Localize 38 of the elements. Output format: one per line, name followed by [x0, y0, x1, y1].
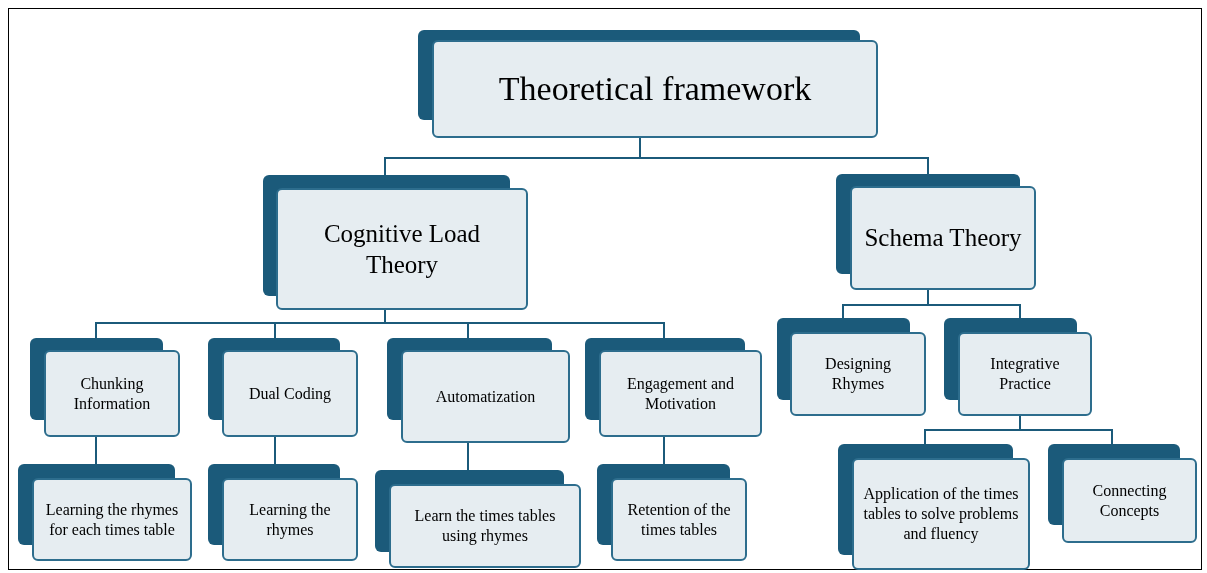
box-label: Engagement and Motivation [625, 373, 736, 414]
box-label: Cognitive Load Theory [322, 218, 482, 280]
layered-box [944, 318, 1092, 416]
box-label: Learning the rhymes [248, 499, 332, 540]
box-label: Learn the times tables using rhymes [413, 506, 557, 546]
box-label: Theoretical framework [498, 68, 812, 109]
box-label: Learning the rhymes for each times table [44, 499, 180, 540]
connector-line [274, 436, 276, 465]
layered-box [585, 338, 762, 437]
layered-box [375, 470, 581, 568]
connector-line [927, 289, 1021, 319]
box-label: Automatization [435, 386, 536, 407]
layered-box [838, 444, 1030, 570]
connector-line [467, 442, 469, 471]
layered-box [263, 175, 528, 310]
box-label: Retention of the times tables [626, 499, 732, 540]
connector-line [1019, 415, 1113, 445]
box-label: Application of the times tables to solve problems and fluency [862, 484, 1020, 544]
layered-box [1048, 444, 1197, 543]
connector-line [95, 436, 97, 465]
layered-box [30, 338, 180, 437]
connector-line [384, 309, 665, 339]
layered-box [208, 338, 358, 437]
box-label: Dual Coding [248, 383, 332, 404]
layered-box [777, 318, 926, 416]
layered-box [208, 464, 358, 561]
layered-box [597, 464, 747, 561]
box-label: Integrative Practice [989, 354, 1061, 394]
connector-line [639, 137, 929, 175]
layered-box [836, 174, 1036, 290]
box-label: Chunking Information [72, 373, 152, 414]
connector-line [663, 436, 665, 465]
layered-box [418, 30, 878, 138]
box-label: Schema Theory [864, 223, 1022, 254]
layered-box [387, 338, 570, 443]
box-label: Connecting Concepts [1091, 480, 1168, 521]
box-label: Designing Rhymes [824, 354, 892, 394]
layered-box [18, 464, 192, 561]
